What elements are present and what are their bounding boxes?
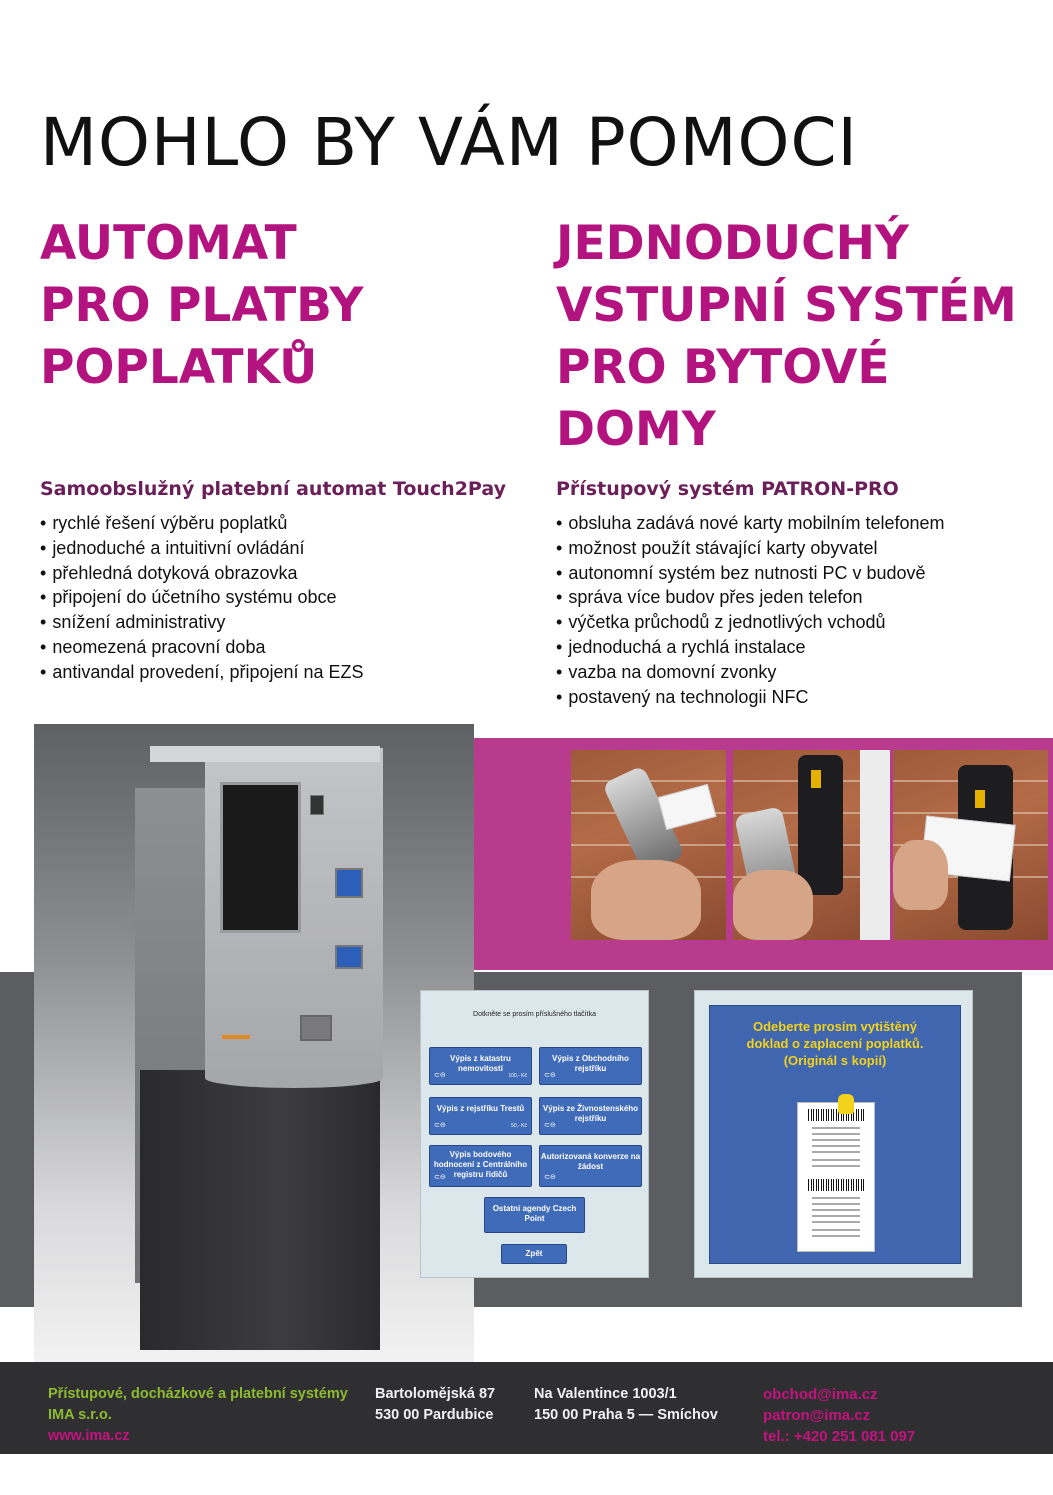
touchscreen-receipt: Odeberte prosím vytištěný doklad o zapla… — [694, 990, 973, 1278]
list-item: možnost použít stávající karty obyvatel — [556, 536, 945, 561]
touchscreen-heading: Dotkněte se prosím příslušného tlačítka — [473, 1011, 596, 1018]
button-label: Výpis ze Živnostenského rejstříku — [542, 1104, 639, 1123]
list-item: správa více budov přes jeden telefon — [556, 585, 945, 610]
touchscreen-menu: Dotkněte se prosím příslušného tlačítka … — [420, 990, 649, 1278]
right-headline: JEDNODUCHÝ VSTUPNÍ SYSTÉM PRO BYTOVÉ DOM… — [556, 213, 1017, 461]
button-trade-register[interactable]: Výpis ze Živnostenského rejstříku ⊂⊖ — [539, 1097, 642, 1135]
czechpoint-icon: ⊂⊖ — [434, 1174, 446, 1181]
button-cadastre-extract[interactable]: Výpis z katastru nemovitostí ⊂⊖ 100,- Kč — [429, 1047, 532, 1085]
list-item: snížení administrativy — [40, 610, 364, 635]
footer-address-pardubice: Bartolomějská 87 530 00 Pardubice — [375, 1384, 495, 1426]
footer-address-praha: Na Valentince 1003/1 150 00 Praha 5 — Sm… — [534, 1384, 718, 1426]
footer-company: Přístupové, docházkové a platební systém… — [48, 1384, 348, 1447]
receipt-message-line: (Originál s kopií) — [783, 1053, 887, 1068]
photo-card-at-reader — [893, 750, 1048, 940]
receipt-message: Odeberte prosím vytištěný doklad o zapla… — [710, 1018, 960, 1069]
czechpoint-icon: ⊂⊖ — [544, 1174, 556, 1181]
button-label: Ostatní agendy Czech Point — [492, 1204, 577, 1223]
czechpoint-icon: ⊂⊖ — [434, 1072, 446, 1079]
button-label: Výpis z rejstříku Trestů — [436, 1104, 525, 1113]
czechpoint-icon: ⊂⊖ — [544, 1072, 556, 1079]
kiosk-base — [140, 1070, 380, 1350]
kiosk-bill-slot — [335, 868, 363, 898]
button-label: Výpis bodového hodnocení z Centrálního r… — [433, 1150, 528, 1179]
footer-website-link[interactable]: www.ima.cz — [48, 1428, 130, 1444]
email-link[interactable]: patron@ima.cz — [763, 1407, 871, 1424]
phone-number: tel.: +420 251 081 097 — [763, 1428, 916, 1445]
footer-contacts: obchod@ima.cz patron@ima.cz tel.: +420 2… — [763, 1384, 915, 1447]
back-button[interactable]: Zpět — [501, 1244, 567, 1264]
czechpoint-icon: ⊂⊖ — [544, 1122, 556, 1129]
list-item: obsluha zadává nové karty mobilním telef… — [556, 511, 944, 536]
left-headline-line: AUTOMAT — [40, 216, 297, 271]
address-line: 150 00 Praha 5 — Smíchov — [534, 1407, 718, 1423]
receipt-image — [797, 1102, 875, 1252]
left-bullet-list: rychlé řešení výběru poplatků jednoduché… — [40, 511, 364, 685]
kiosk-receipt-slot — [310, 795, 324, 815]
czechpoint-icon: ⊂⊖ — [434, 1122, 446, 1129]
left-headline: AUTOMAT PRO PLATBY POPLATKŮ — [40, 213, 363, 399]
kiosk-indicator-light — [222, 1035, 250, 1039]
button-price: 50,- Kč — [511, 1123, 527, 1129]
right-bullet-list: obsluha zadává nové karty mobilním telef… — [556, 511, 945, 710]
list-item: rychlé řešení výběru poplatků — [40, 511, 364, 536]
list-item: antivandal provedení, připojení na EZS — [40, 660, 363, 685]
receipt-message-line: doklad o zaplacení poplatků. — [746, 1036, 924, 1051]
photo-divider — [860, 750, 890, 940]
button-commercial-register[interactable]: Výpis z Obchodního rejstříku ⊂⊖ — [539, 1047, 642, 1085]
button-authorized-conversion[interactable]: Autorizovaná konverze na žádost ⊂⊖ — [539, 1145, 642, 1187]
receipt-message-panel: Odeberte prosím vytištěný doklad o zapla… — [709, 1005, 961, 1264]
list-item: neomezená pracovní doba — [40, 635, 364, 660]
list-item: jednoduché a intuitivní ovládání — [40, 536, 364, 561]
footer-company-name: IMA s.r.o. — [48, 1407, 112, 1423]
receipt-message-line: Odeberte prosím vytištěný — [753, 1019, 917, 1034]
kiosk-screen — [220, 782, 301, 933]
list-item: jednoduchá a rychlá instalace — [556, 635, 945, 660]
footer: Přístupové, docházkové a platební systém… — [0, 1362, 1053, 1454]
button-driver-points[interactable]: Výpis bodového hodnocení z Centrálního r… — [429, 1145, 532, 1187]
right-headline-line: DOMY — [556, 402, 716, 457]
kiosk-card-reader — [300, 1015, 332, 1041]
right-headline-line: VSTUPNÍ SYSTÉM — [556, 278, 1017, 333]
right-headline-line: JEDNODUCHÝ — [556, 216, 909, 271]
list-item: připojení do účetního systému obce — [40, 585, 364, 610]
left-subtitle: Samoobslužný platební automat Touch2Pay — [40, 478, 506, 500]
list-item: vazba na domovní zvonky — [556, 660, 945, 685]
right-subtitle: Přístupový systém PATRON-PRO — [556, 478, 899, 500]
button-criminal-record[interactable]: Výpis z rejstříku Trestů ⊂⊖ 50,- Kč — [429, 1097, 532, 1135]
list-item: výčetka průchodů z jednotlivých vchodů — [556, 610, 945, 635]
list-item: přehledná dotyková obrazovka — [40, 561, 364, 586]
list-item: autonomní systém bez nutnosti PC v budov… — [556, 561, 945, 586]
hand-pointer-icon — [838, 1094, 854, 1114]
button-label: Výpis z katastru nemovitostí — [450, 1054, 511, 1073]
left-headline-line: POPLATKŮ — [40, 340, 318, 395]
footer-company-tagline: Přístupové, docházkové a platební systém… — [48, 1386, 348, 1402]
button-label: Výpis z Obchodního rejstříku — [552, 1054, 629, 1073]
address-line: Na Valentince 1003/1 — [534, 1386, 677, 1402]
button-label: Autorizovaná konverze na žádost — [540, 1152, 641, 1171]
address-line: 530 00 Pardubice — [375, 1407, 494, 1423]
address-line: Bartolomějská 87 — [375, 1386, 496, 1402]
photo-phone-and-card — [571, 750, 726, 940]
email-link[interactable]: obchod@ima.cz — [763, 1386, 878, 1403]
button-other-agendas[interactable]: Ostatní agendy Czech Point — [484, 1197, 585, 1233]
kiosk-top-edge — [150, 746, 380, 762]
list-item: postavený na technologii NFC — [556, 685, 945, 710]
kiosk-coin-slot — [335, 945, 363, 969]
page-title: MOHLO BY VÁM POMOCI — [40, 104, 859, 181]
kiosk-base-curve — [205, 1068, 383, 1088]
left-headline-line: PRO PLATBY — [40, 278, 364, 333]
right-headline-line: PRO BYTOVÉ — [556, 340, 890, 395]
button-price: 100,- Kč — [508, 1073, 527, 1079]
